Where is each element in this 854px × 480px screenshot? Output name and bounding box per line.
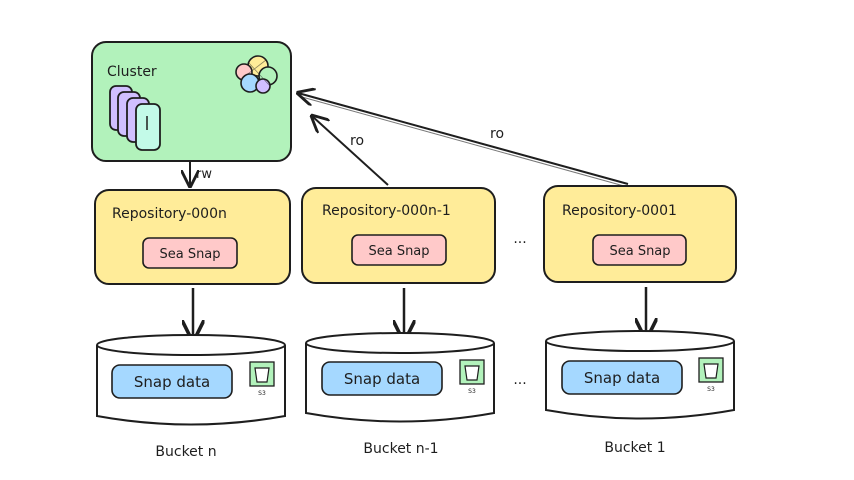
- cluster-node[interactable]: Cluster: [91, 41, 292, 162]
- node-stack-icon: [109, 85, 161, 151]
- ro-arrow-middle: [312, 116, 389, 186]
- snap-data-label: Snap data: [134, 373, 210, 391]
- s3-bucket-icon: S3: [698, 357, 724, 393]
- bucket-node[interactable]: Snap data S3 Bucket 1: [545, 330, 735, 456]
- bucket-caption: Bucket 1: [604, 440, 665, 456]
- snap-data-box: [111, 364, 233, 399]
- s3-bucket-icon: S3: [249, 361, 275, 397]
- ro-arrow-right: [298, 93, 629, 185]
- sea-snap-label: Sea Snap: [159, 247, 220, 262]
- cluster-label: Cluster: [107, 64, 157, 80]
- s3-bucket-icon: S3: [459, 359, 485, 395]
- sea-snap-badge: [142, 237, 238, 269]
- repository-node[interactable]: Repository-000n-1 Sea Snap: [301, 187, 496, 284]
- snap-data-box: [321, 361, 443, 396]
- ro-label-right: ro: [490, 126, 504, 142]
- cluster-logo-icon: [235, 55, 278, 94]
- rw-label: rw: [196, 167, 212, 182]
- ellipsis-repositories: ...: [513, 231, 526, 247]
- repository-node[interactable]: Repository-0001 Sea Snap: [543, 185, 737, 283]
- svg-text:S3: S3: [468, 388, 476, 395]
- ellipsis-buckets: ...: [513, 372, 526, 388]
- repository-node[interactable]: Repository-000n Sea Snap: [94, 189, 291, 285]
- bucket-caption: Bucket n: [155, 444, 216, 460]
- repository-title: Repository-000n-1: [322, 203, 451, 219]
- sea-snap-badge: [351, 234, 447, 266]
- snap-data-label: Snap data: [584, 369, 660, 387]
- snap-data-label: Snap data: [344, 370, 420, 388]
- sea-snap-label: Sea Snap: [368, 244, 429, 259]
- ro-label-middle: ro: [350, 133, 364, 149]
- repository-title: Repository-000n: [112, 206, 227, 222]
- bucket-node[interactable]: Snap data S3 Bucket n: [96, 334, 286, 460]
- bucket-caption: Bucket n-1: [363, 441, 438, 457]
- svg-text:S3: S3: [707, 386, 715, 393]
- cluster-arrows: rw ro ro: [190, 93, 629, 186]
- sea-snap-label: Sea Snap: [609, 244, 670, 259]
- sea-snap-badge: [592, 234, 687, 266]
- repository-title: Repository-0001: [562, 203, 677, 219]
- storage-arrows: [193, 287, 646, 340]
- svg-text:S3: S3: [258, 390, 266, 397]
- snap-data-box: [561, 360, 683, 395]
- bucket-node[interactable]: Snap data S3 Bucket n-1: [305, 332, 495, 457]
